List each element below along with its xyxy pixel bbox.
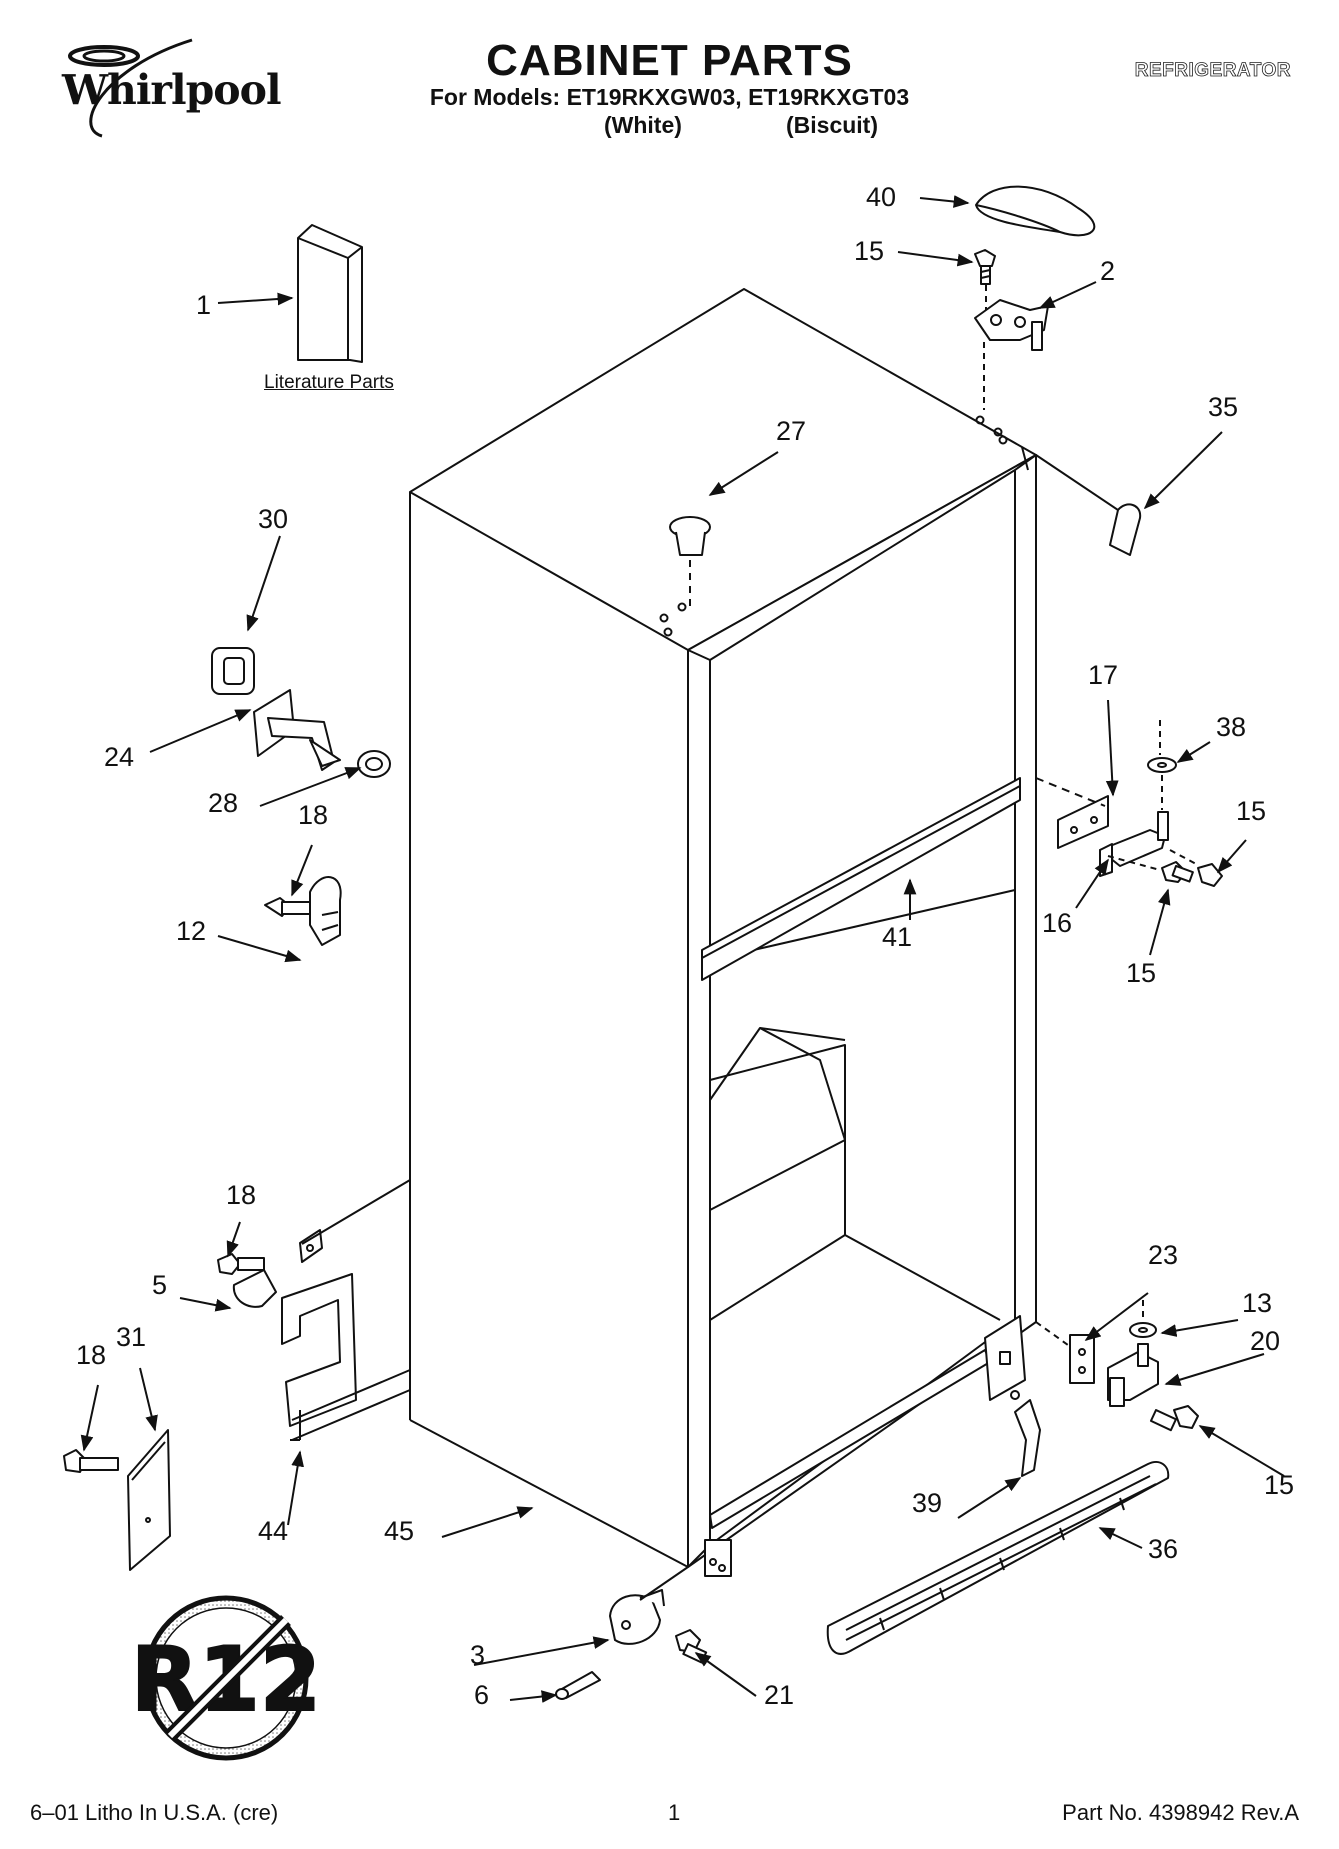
category-label: REFRIGERATOR	[1134, 60, 1291, 82]
literature-parts-label: Literature Parts	[264, 372, 394, 393]
lower-left-bracket	[217, 1179, 411, 1441]
toe-grille	[826, 1460, 1170, 1655]
callout-13: 13	[1242, 1288, 1273, 1318]
callout-17: 17	[1088, 660, 1119, 690]
callout-21: 21	[764, 1680, 795, 1710]
callout-15-lower: 15	[1264, 1470, 1295, 1500]
callout-40: 40	[866, 182, 897, 212]
callout-18-left: 18	[76, 1340, 107, 1370]
variant-biscuit: (Biscuit)	[786, 112, 878, 138]
callout-20: 20	[1250, 1326, 1281, 1356]
footer-part-number: Part No. 4398942 Rev.A	[1062, 1800, 1299, 1825]
middle-screws	[1161, 861, 1223, 887]
callout-27: 27	[776, 416, 807, 446]
callout-39: 39	[912, 1488, 943, 1518]
models-line: For Models: ET19RKXGW03, ET19RKXGT03	[429, 84, 910, 110]
callout-12: 12	[176, 916, 207, 946]
whirlpool-logo	[42, 28, 282, 153]
callout-31: 31	[116, 1322, 147, 1352]
bottom-roller-parts	[555, 1589, 708, 1700]
callout-36: 36	[1148, 1534, 1179, 1564]
callout-30: 30	[258, 504, 289, 534]
cabinet-body	[409, 288, 1037, 1577]
callout-38: 38	[1216, 712, 1247, 742]
variant-white: (White)	[604, 112, 682, 138]
literature-parts	[297, 224, 363, 363]
top-right-cover	[1109, 503, 1142, 556]
footer-litho: 6–01 Litho In U.S.A. (cre)	[30, 1800, 279, 1825]
callout-45: 45	[384, 1516, 415, 1546]
callout-24: 24	[104, 742, 135, 772]
handle-bracket	[253, 689, 341, 771]
callout-3: 3	[470, 1640, 486, 1670]
page-title: CABINET PARTS	[486, 36, 853, 85]
callout-28: 28	[208, 788, 239, 818]
callout-35: 35	[1208, 392, 1239, 422]
callout-15-top: 15	[854, 236, 885, 266]
gasket-square	[211, 647, 255, 695]
callout-18-upper: 18	[298, 800, 329, 830]
screw-and-clip-upper	[264, 876, 342, 946]
callout-1: 1	[196, 290, 212, 320]
footer-page-number: 1	[668, 1800, 681, 1825]
callout-41: 41	[882, 922, 913, 952]
callout-44: 44	[258, 1516, 289, 1546]
callout-18-lower: 18	[226, 1180, 257, 1210]
top-plug	[669, 516, 711, 556]
lower-right-hinge	[1069, 1322, 1199, 1432]
top-hinge	[974, 299, 1049, 351]
callout-2: 2	[1100, 256, 1116, 286]
hinge-cover-cap	[975, 185, 1096, 237]
callout-16: 16	[1042, 908, 1073, 938]
callout-6: 6	[474, 1680, 490, 1710]
middle-hinge	[1057, 757, 1177, 877]
brand-name: Whirlpool	[62, 66, 282, 114]
no-r12-badge: R12	[130, 1595, 322, 1761]
top-screw	[974, 249, 996, 285]
round-washer	[357, 750, 391, 778]
callout-15-mid: 15	[1126, 958, 1157, 988]
callout-23: 23	[1148, 1240, 1179, 1270]
callout-15-mid-right: 15	[1236, 796, 1267, 826]
callout-5: 5	[152, 1270, 168, 1300]
grille-clip	[1014, 1399, 1041, 1477]
lower-left-cover	[63, 1429, 171, 1571]
